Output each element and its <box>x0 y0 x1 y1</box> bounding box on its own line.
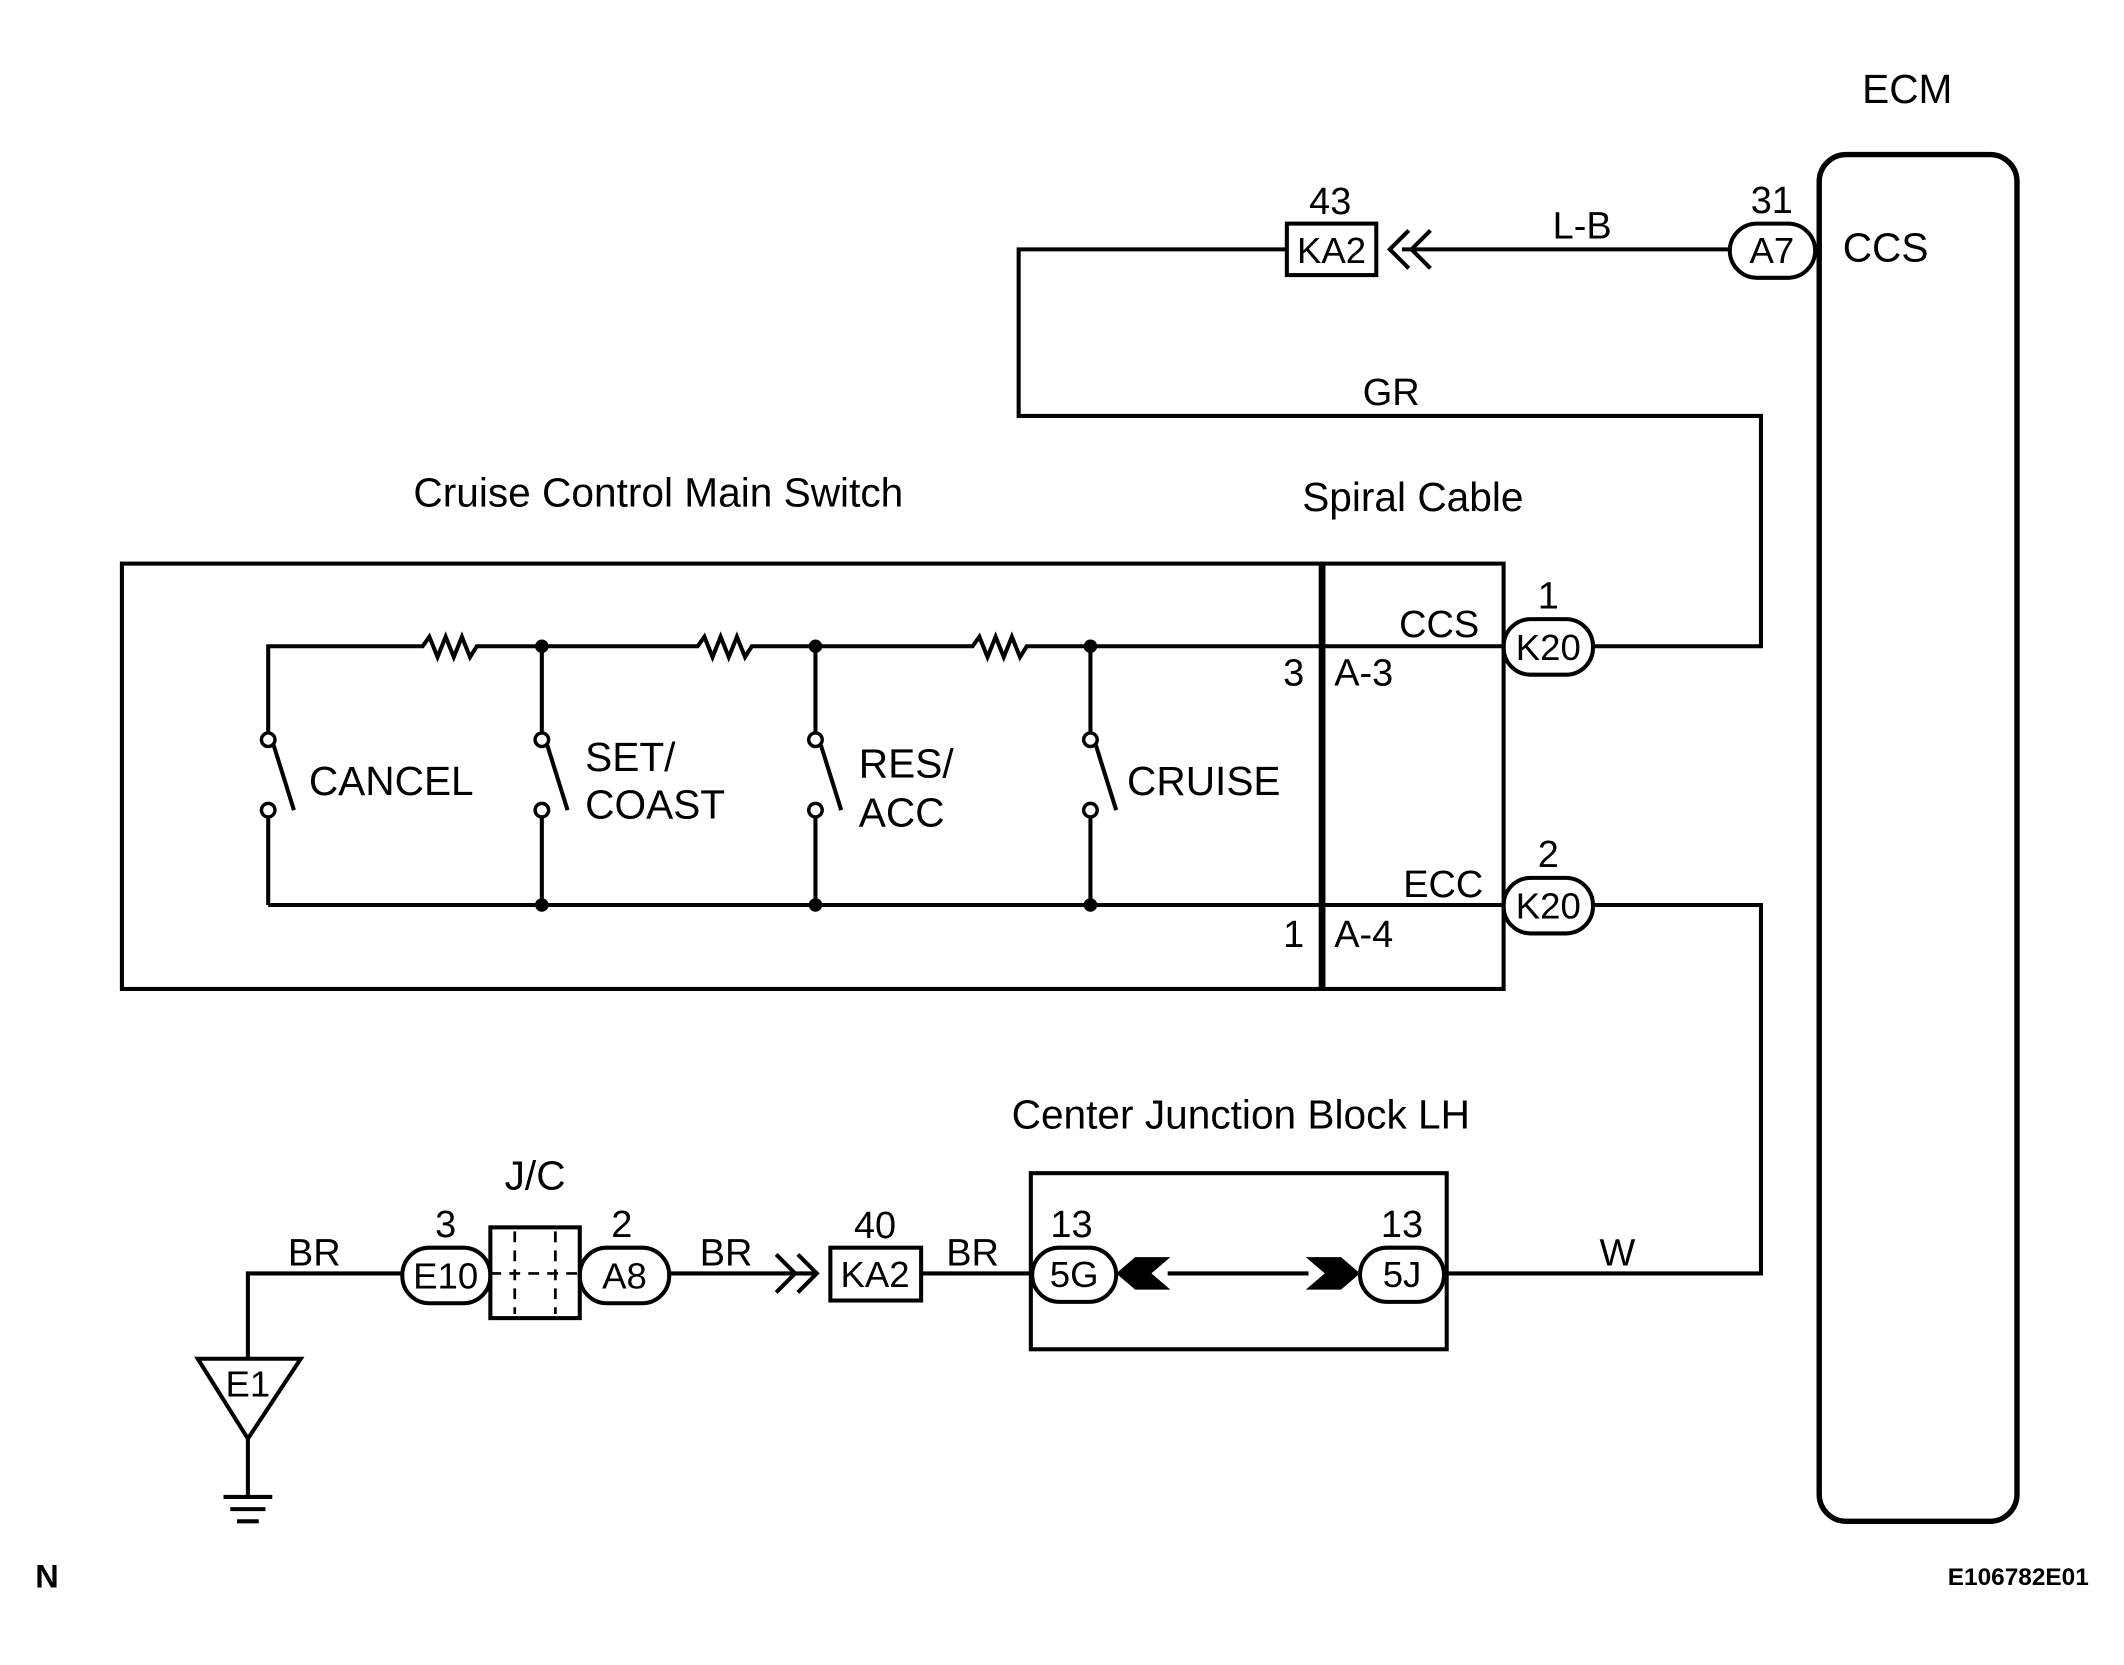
switch-res-acc: RES/ ACC <box>806 646 955 905</box>
ecm-label: ECM <box>1862 66 1952 112</box>
connector-k20-1-shell <box>1501 617 1596 677</box>
corner-label-left: N <box>35 1559 58 1595</box>
spiral-ccs: CCS <box>1399 604 1479 646</box>
figure-code: E106782E01 <box>1948 1564 2089 1591</box>
connector-ka2-bottom-shell <box>828 1245 924 1303</box>
chevron-filled-right-icon <box>1305 1257 1361 1290</box>
wire-w-label: W <box>1599 1232 1635 1274</box>
connector-ka2-bottom: 40 KA2 <box>828 1205 924 1303</box>
switch-cruise-label: CRUISE <box>1127 758 1281 804</box>
wire-gr <box>1016 247 1764 649</box>
connector-5g-pin: 13 <box>1050 1204 1092 1246</box>
switch-ladder: CANCEL SET/ COAST RES/ ACC <box>259 631 1504 912</box>
connector-k20-1: 1 K20 <box>1501 575 1596 677</box>
spiral-pin-1: 1 <box>1283 914 1304 956</box>
connector-ka2-top-pin: 43 <box>1309 181 1351 223</box>
wire-br-1-label: BR <box>288 1232 341 1274</box>
connector-5j-code: 5J <box>1383 1254 1422 1295</box>
wire-br-2-label: BR <box>700 1232 753 1274</box>
connector-5j-pin: 13 <box>1381 1204 1423 1246</box>
ground-icon <box>223 1494 273 1524</box>
connector-a7-code: A7 <box>1749 230 1794 271</box>
wire-gr-label: GR <box>1363 372 1420 414</box>
connector-ka2-bottom-code: KA2 <box>841 1254 910 1295</box>
chevron-icon <box>1386 228 1411 270</box>
spiral-ecc: ECC <box>1403 864 1483 906</box>
wire-lb-label: L-B <box>1553 206 1612 248</box>
connector-k20-2-code: K20 <box>1516 886 1581 927</box>
connector-k20-2-pin: 2 <box>1538 834 1559 876</box>
connector-a8-code: A8 <box>602 1255 647 1296</box>
spiral-cable-title: Spiral Cable <box>1302 474 1523 520</box>
chevron-filled-left-icon <box>1116 1257 1171 1290</box>
ecm-terminal-ccs: CCS <box>1843 225 1929 271</box>
connector-5j: 13 5J <box>1357 1204 1447 1304</box>
connector-k20-1-pin: 1 <box>1538 575 1559 617</box>
connector-a8: 2 A8 <box>577 1204 672 1306</box>
ground-point-triangle <box>194 1356 305 1443</box>
switch-res-label-2: ACC <box>859 789 945 835</box>
connector-e10-pin: 3 <box>435 1204 456 1246</box>
connector-ka2-top: 43 KA2 <box>1284 181 1379 278</box>
connector-5j-shell <box>1357 1245 1447 1304</box>
switch-res-label-1: RES/ <box>859 741 955 787</box>
connector-k20-2: 2 K20 <box>1501 834 1596 936</box>
connector-e10-code: E10 <box>413 1255 478 1296</box>
connector-a8-shell <box>577 1245 672 1306</box>
spiral-pin-3: 3 <box>1283 653 1304 695</box>
connector-a7: 31 A7 <box>1727 180 1818 280</box>
switch-set-coast: SET/ COAST <box>533 646 725 905</box>
connector-e10: 3 E10 <box>400 1204 493 1306</box>
wire-br-3-label: BR <box>946 1232 999 1274</box>
connector-a8-pin: 2 <box>611 1204 632 1246</box>
switch-set-label-2: COAST <box>585 781 725 827</box>
jc-label: J/C <box>505 1152 566 1198</box>
switch-cancel: CANCEL <box>259 731 474 905</box>
chevron-icon <box>1408 228 1432 270</box>
main-switch-title: Cruise Control Main Switch <box>413 470 903 516</box>
wire-br-1 <box>245 1271 403 1359</box>
junction-block-box <box>1028 1171 1449 1352</box>
spiral-a4: A-4 <box>1334 914 1393 956</box>
ecm-box <box>1816 151 2020 1525</box>
connector-a7-pin: 31 <box>1751 180 1793 222</box>
wire-w <box>1446 902 1764 1276</box>
connector-ka2-top-shell <box>1284 221 1379 278</box>
connector-5g: 13 5G <box>1030 1204 1119 1304</box>
junction-block-title: Center Junction Block LH <box>1012 1091 1470 1137</box>
switch-set-label-1: SET/ <box>585 734 676 780</box>
switch-cancel-label: CANCEL <box>309 758 474 804</box>
top-rail <box>266 631 1504 740</box>
connector-ka2-top-code: KA2 <box>1297 230 1366 271</box>
spiral-a3: A-3 <box>1334 653 1393 695</box>
connector-ka2-bottom-pin: 40 <box>854 1205 896 1247</box>
connector-5g-code: 5G <box>1050 1254 1099 1295</box>
connector-k20-1-code: K20 <box>1516 627 1581 668</box>
switch-cruise: CRUISE <box>1081 646 1281 905</box>
ground-point-code: E1 <box>226 1364 271 1405</box>
